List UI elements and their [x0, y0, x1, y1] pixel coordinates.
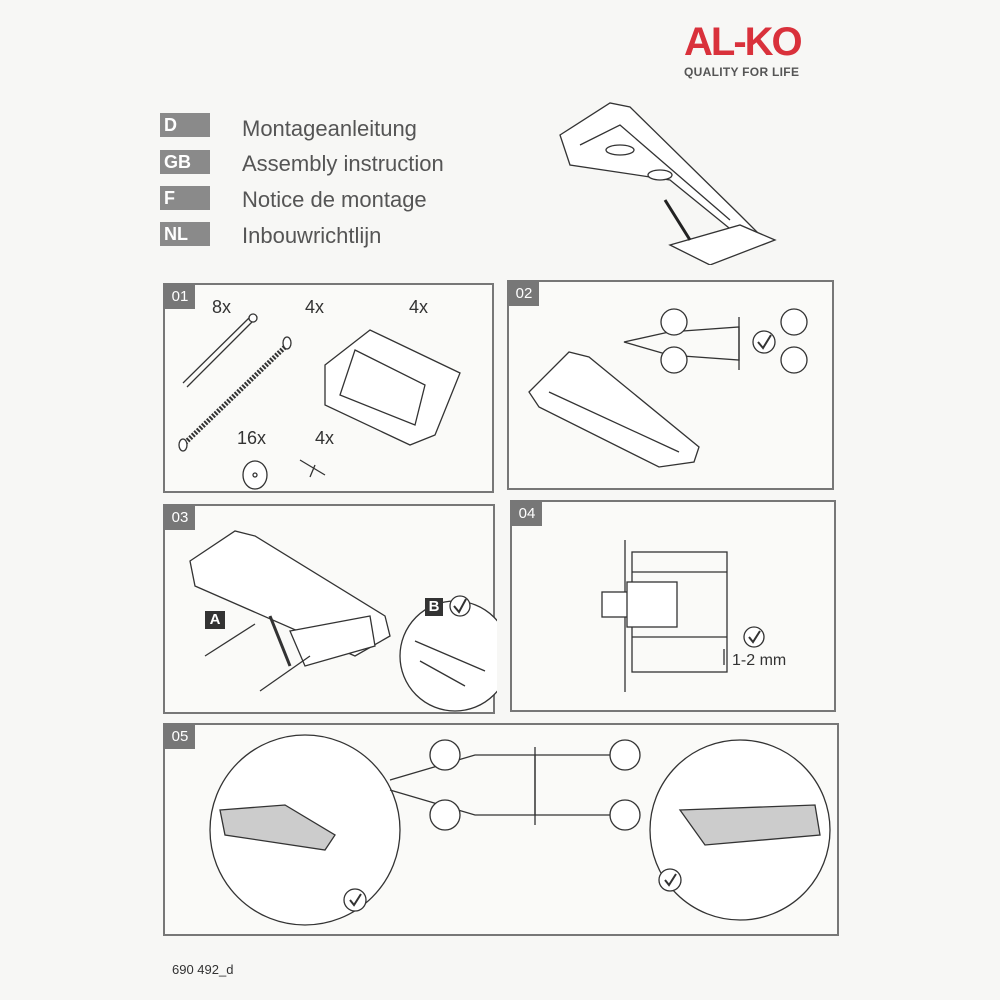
qty-pins: 4x [315, 428, 335, 448]
step-05-panel: 05 [163, 723, 839, 936]
clearance-illustration [601, 540, 765, 692]
lang-title-d: Montageanleitung [242, 116, 417, 141]
qty-bolts: 8x [212, 297, 232, 317]
lang-code-d: D [160, 113, 210, 137]
stabiliser-position-illustration [528, 308, 808, 468]
step-02-panel: 02 [507, 280, 834, 490]
alko-logo: AL-KO [684, 20, 803, 64]
stabiliser-illustration [559, 102, 777, 265]
step-number: 01 [165, 285, 195, 309]
step-number: 05 [165, 725, 195, 749]
lang-title-nl: Inbouwrichtlijn [242, 223, 382, 248]
step-number: 03 [165, 506, 195, 530]
lang-code-nl: NL [160, 222, 210, 246]
lang-title-gb: Assembly instruction [242, 151, 444, 176]
step-01-panel: 01 8x 4x 4x 16x 4x [163, 283, 494, 493]
lang-code-f: F [160, 186, 210, 210]
qty-springs: 4x [305, 297, 325, 317]
detail-label-a: A [205, 611, 225, 629]
clearance-value: 1-2 mm [732, 652, 787, 669]
brand-slogan: QUALITY FOR LIFE [684, 65, 800, 79]
mounting-illustration [189, 530, 497, 712]
step-04-panel: 04 1-2 mm [510, 500, 836, 712]
detail-label-b: B [425, 598, 443, 616]
qty-big-foot: 4x [409, 297, 429, 317]
final-position-illustration [209, 734, 831, 926]
step-number: 04 [512, 502, 542, 526]
step-number: 02 [509, 282, 539, 306]
lang-title-f: Notice de montage [242, 187, 427, 212]
lang-code-gb: GB [160, 150, 210, 174]
step-03-panel: 03 A B [163, 504, 497, 714]
document-number: 690 492_d [172, 962, 234, 977]
qty-washers: 16x [237, 428, 267, 448]
parts-illustration [178, 313, 461, 490]
